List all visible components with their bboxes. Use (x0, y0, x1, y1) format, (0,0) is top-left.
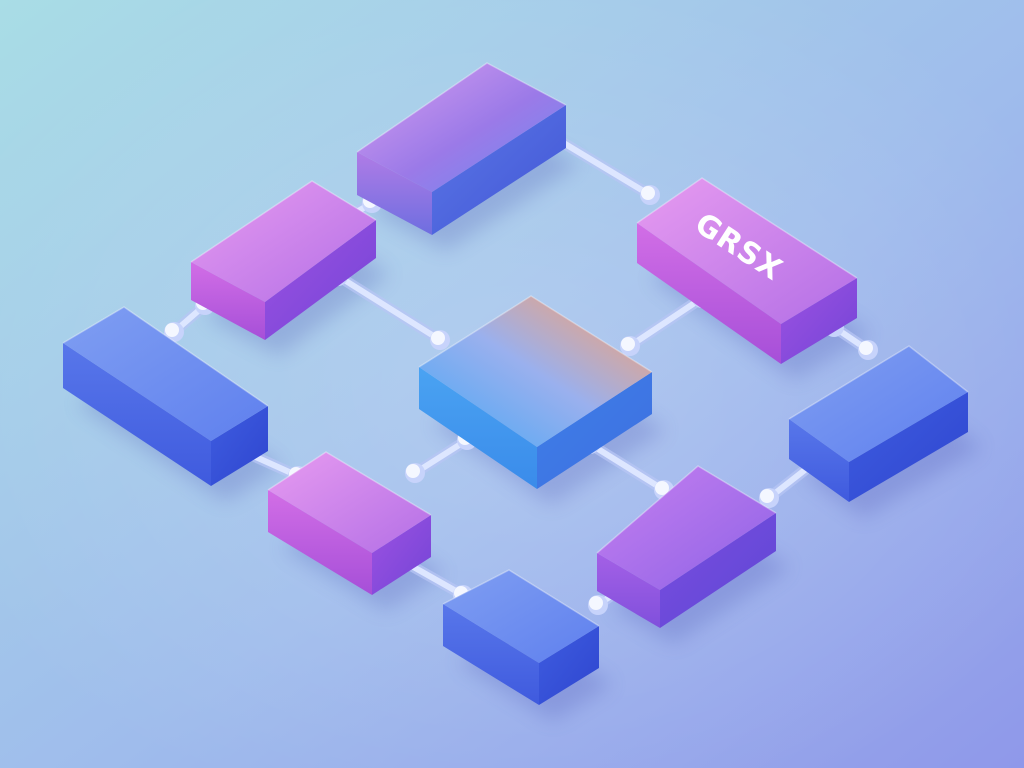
block-right-face (432, 105, 566, 235)
connector (328, 266, 450, 350)
connector-joint (640, 185, 660, 205)
block-bottom-left-pink (267, 451, 432, 595)
block-highlight-edge (636, 177, 858, 279)
connector-joint (759, 488, 779, 508)
block-left-blue (62, 306, 269, 486)
block-highlight-edge (596, 465, 777, 554)
block-right-face (211, 406, 268, 486)
block-top-face (268, 452, 431, 553)
connector-joint (858, 340, 878, 360)
block-top-face (63, 307, 268, 441)
block-left-face (597, 553, 660, 628)
block-left-face (419, 367, 537, 489)
block-highlight-edge (267, 451, 432, 516)
block-top-left-pink (190, 180, 377, 340)
block-left-face (637, 223, 781, 364)
block-highlight-edge (356, 62, 567, 153)
connector-joint (430, 330, 450, 350)
block-grsx-pink: GRSX (636, 177, 858, 364)
block-right-face (537, 372, 652, 489)
block-right-face (660, 513, 776, 628)
block-highlight-edge (418, 295, 653, 373)
block-right-blue (788, 345, 969, 502)
block-top-face (419, 296, 652, 447)
blocks: GRSX (62, 62, 969, 705)
block-highlight-edge (788, 345, 969, 420)
block-right-face (372, 515, 431, 595)
block-top-purple-blue (356, 62, 567, 235)
block-bottom-right-purple (596, 465, 777, 628)
block-right-face (539, 626, 599, 705)
block-right-face (265, 220, 376, 340)
block-bottom-blue (442, 569, 600, 705)
block-right-face (781, 278, 857, 364)
block-left-face (789, 419, 849, 502)
block-left-face (443, 604, 539, 705)
block-top-face (789, 346, 968, 462)
block-highlight-edge (442, 569, 600, 627)
connector-joint (588, 595, 608, 615)
block-center-gradient (418, 295, 653, 489)
block-left-face (191, 262, 265, 340)
block-top-face (637, 178, 857, 324)
block-left-face (63, 343, 211, 486)
block-left-face (357, 152, 432, 235)
block-top-face (191, 181, 376, 302)
connector-joint (620, 336, 640, 356)
block-top-face (597, 466, 776, 590)
connector-joint (164, 322, 184, 342)
connector-joint (405, 463, 425, 483)
block-left-face (268, 490, 372, 595)
block-highlight-edge (190, 180, 377, 263)
block-top-face (443, 570, 599, 663)
block-right-face (849, 392, 968, 502)
block-highlight-edge (62, 306, 269, 407)
block-top-face (357, 63, 566, 192)
